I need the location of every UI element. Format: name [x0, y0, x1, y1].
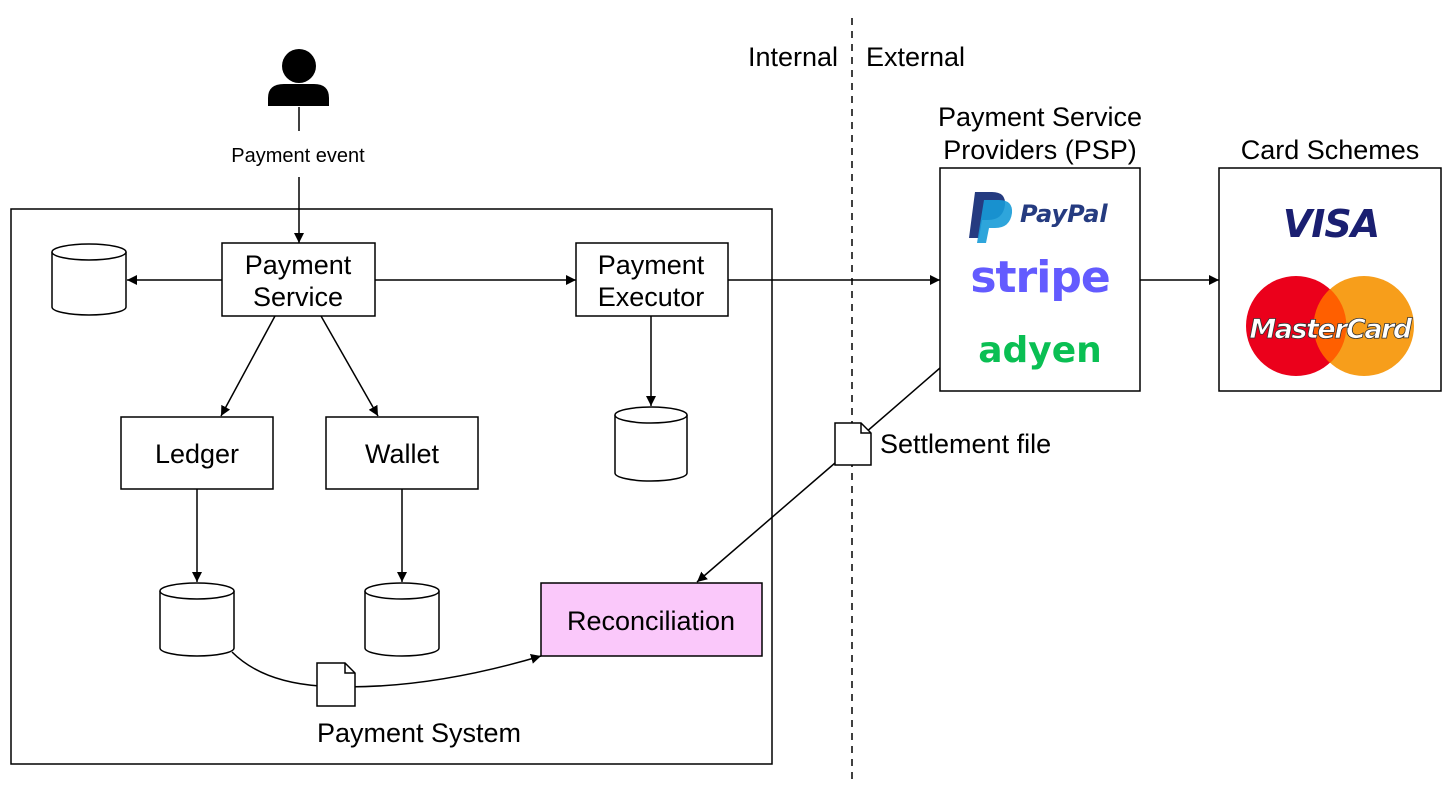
psp-to-settlement-file-line [864, 367, 941, 434]
arrow-service-to-ledger [220, 315, 276, 417]
stripe-logo: stripe [970, 252, 1109, 303]
arrow-service-to-wallet [320, 315, 379, 417]
payment-executor-label-line1: Payment [598, 250, 705, 280]
user-icon [268, 49, 329, 106]
payment-system-box [10, 208, 773, 765]
reconciliation-box [540, 582, 763, 657]
ledger-label: Ledger [155, 439, 239, 469]
mastercard-logo: MasterCard [1246, 276, 1415, 376]
payment-service-label-line2: Service [253, 282, 343, 312]
payment-system-title: Payment System [317, 718, 521, 748]
internal-label: Internal [748, 42, 838, 72]
payment-executor-database-icon [614, 406, 688, 482]
visa-logo: VISA [1283, 202, 1379, 246]
ledger-export-file-icon [316, 662, 356, 707]
payment-service-label-line1: Payment [245, 250, 352, 280]
wallet-label: Wallet [365, 439, 440, 469]
psp-title-line1: Payment Service [938, 102, 1142, 132]
arrow-settlement-file-to-reconciliation [696, 462, 836, 583]
payment-executor-box [575, 242, 729, 317]
svg-text:PayPal: PayPal [1020, 200, 1108, 228]
ledger-database-icon [159, 582, 235, 657]
settlement-file-label: Settlement file [880, 429, 1051, 459]
wallet-database-icon [364, 582, 440, 657]
wallet-box [325, 416, 479, 490]
adyen-logo: adyen [978, 330, 1102, 371]
payment-executor-label-line2: Executor [598, 282, 705, 312]
ledger-box [120, 416, 274, 490]
svg-text:MasterCard: MasterCard [1249, 314, 1413, 345]
payment-service-database-icon [51, 243, 127, 316]
reconciliation-label: Reconciliation [567, 606, 735, 636]
settlement-file-icon [834, 422, 872, 466]
card-schemes-title: Card Schemes [1241, 135, 1420, 165]
paypal-logo: PayPal [969, 192, 1108, 243]
arrow-ledger-db-to-reconciliation [231, 651, 542, 688]
payment-event-label: Payment event [231, 145, 365, 167]
payment-service-box [221, 242, 376, 317]
external-label: External [866, 42, 965, 72]
psp-title-line2: Providers (PSP) [943, 135, 1137, 165]
